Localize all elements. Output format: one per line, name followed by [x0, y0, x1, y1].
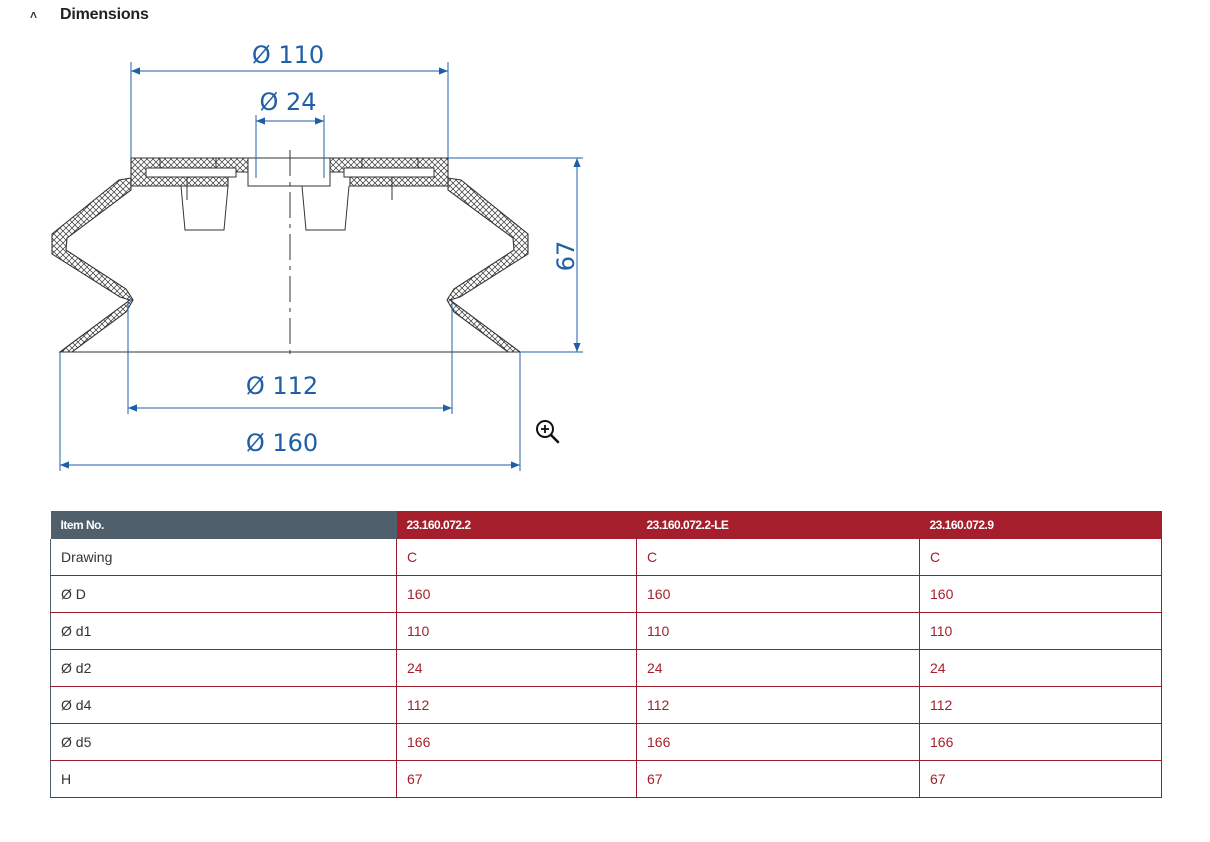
row-label: Drawing	[50, 539, 397, 576]
header-item-1: 23.160.072.2	[396, 511, 637, 539]
cell-value: C	[396, 539, 637, 576]
cell-value: 110	[636, 612, 920, 650]
cell-value: 67	[919, 760, 1162, 798]
table-row: Ø D 160 160 160	[50, 575, 1162, 613]
row-label: Ø D	[50, 575, 397, 613]
table-row: Drawing C C C	[50, 539, 1162, 576]
cell-value: 166	[636, 723, 920, 761]
table-header-row: Item No. 23.160.072.2 23.160.072.2-LE 23…	[50, 511, 1162, 539]
dimensions-section-toggle[interactable]: ˄ Dimensions	[30, 4, 149, 26]
cell-value: 160	[396, 575, 637, 613]
cell-value: 166	[396, 723, 637, 761]
dim-h-label: 67	[552, 241, 580, 272]
cell-value: 24	[919, 649, 1162, 687]
header-item-no: Item No.	[50, 511, 397, 539]
row-label: Ø d5	[50, 723, 397, 761]
dimensions-table: Item No. 23.160.072.2 23.160.072.2-LE 23…	[50, 511, 1162, 798]
table-row: Ø d2 24 24 24	[50, 649, 1162, 687]
row-label: Ø d4	[50, 686, 397, 724]
header-item-3: 23.160.072.9	[919, 511, 1162, 539]
cell-value: 112	[919, 686, 1162, 724]
dim-d4-label: Ø 112	[246, 372, 318, 400]
chevron-up-icon: ˄	[30, 8, 38, 22]
section-title: Dimensions	[60, 6, 149, 23]
cell-value: 160	[636, 575, 920, 613]
table-row: Ø d4 112 112 112	[50, 686, 1162, 724]
zoom-in-icon	[536, 420, 560, 444]
table-row: H 67 67 67	[50, 760, 1162, 798]
dimension-drawing: Ø 110 Ø 24 Ø 112 Ø 160 67	[51, 41, 583, 471]
cell-value: 166	[919, 723, 1162, 761]
cell-value: C	[636, 539, 920, 576]
cell-value: C	[919, 539, 1162, 576]
cell-value: 24	[636, 649, 920, 687]
cell-value: 112	[636, 686, 920, 724]
cell-value: 67	[396, 760, 637, 798]
zoom-in-button[interactable]	[533, 417, 561, 445]
row-label: H	[50, 760, 397, 798]
dim-d1-label: Ø 110	[252, 41, 324, 69]
cell-value: 160	[919, 575, 1162, 613]
cell-value: 110	[919, 612, 1162, 650]
table-row: Ø d5 166 166 166	[50, 723, 1162, 761]
row-label: Ø d2	[50, 649, 397, 687]
cell-value: 67	[636, 760, 920, 798]
table-row: Ø d1 110 110 110	[50, 612, 1162, 650]
header-item-2: 23.160.072.2-LE	[636, 511, 920, 539]
row-label: Ø d1	[50, 612, 397, 650]
cell-value: 110	[396, 612, 637, 650]
cell-value: 24	[396, 649, 637, 687]
dim-d2-label: Ø 24	[259, 88, 316, 116]
dim-d-label: Ø 160	[246, 429, 318, 457]
cell-value: 112	[396, 686, 637, 724]
